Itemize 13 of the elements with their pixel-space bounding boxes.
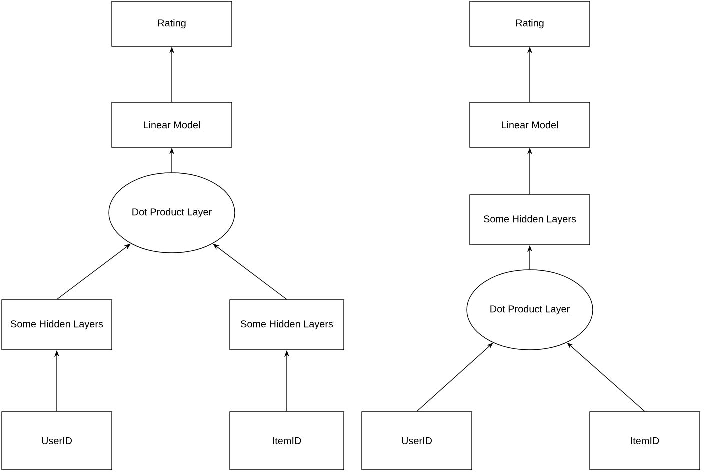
process-box: Linear Model — [112, 102, 232, 148]
process-box: Some Hidden Layers — [230, 300, 344, 350]
process-box: Linear Model — [470, 102, 590, 148]
process-box: ItemID — [590, 412, 700, 470]
ellipse-node: Dot Product Layer — [466, 270, 594, 350]
ellipse-node: Dot Product Layer — [108, 172, 236, 254]
process-box: ItemID — [230, 412, 344, 470]
process-box: Rating — [470, 1, 590, 47]
process-box: Some Hidden Layers — [470, 194, 590, 246]
process-box: UserID — [362, 412, 472, 470]
process-box: UserID — [2, 412, 112, 470]
process-box: Some Hidden Layers — [2, 300, 112, 350]
process-box: Rating — [112, 1, 232, 47]
